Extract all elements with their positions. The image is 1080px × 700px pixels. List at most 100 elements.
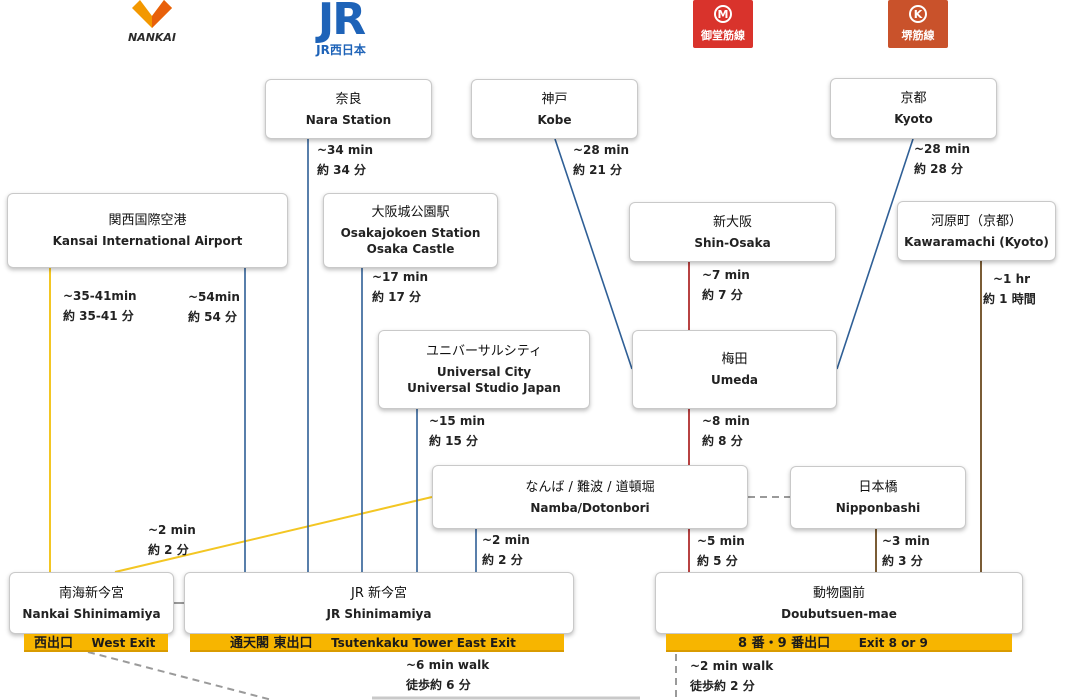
station-universal-jp: ユニバーサルシティ <box>426 344 542 359</box>
walk-lines <box>87 496 790 700</box>
jr-west-logo-text: JR西日本 <box>316 43 366 57</box>
time-namba-nankai-en: ~2 min <box>148 523 196 537</box>
exit-west-en: West Exit <box>91 636 156 650</box>
time-shinosaka: ~7 min 約 7 分 <box>702 265 750 305</box>
time-nipponbashi: ~3 min 約 3 分 <box>882 531 930 571</box>
time-kobe-en: ~28 min <box>573 143 630 157</box>
station-nipponbashi-jp: 日本橋 <box>858 480 898 495</box>
exit-west: 西出口 West Exit <box>24 634 168 652</box>
time-namba-nankai-jp: 約 2 分 <box>148 543 189 557</box>
station-nipponbashi-en: Nipponbashi <box>835 501 921 515</box>
station-namba-jp: なんば / 難波 / 道頓堀 <box>525 479 655 495</box>
kobe-umeda-line <box>554 138 633 370</box>
station-kyoto: 京都 Kyoto <box>830 78 997 139</box>
time-namba-jr: ~2 min 約 2 分 <box>482 530 530 570</box>
time-nipponbashi-jp: 約 3 分 <box>882 554 923 568</box>
station-kobe-en: Kobe <box>537 112 572 127</box>
station-shin-osaka: 新大阪 Shin-Osaka <box>629 202 836 262</box>
time-universal-jp: 約 15 分 <box>429 434 479 448</box>
time-kobe-jp: 約 21 分 <box>573 163 623 177</box>
exit-89-jp: 8 番・9 番出口 <box>738 636 831 651</box>
nankai-wings-icon <box>132 0 172 28</box>
time-nara-en: ~34 min <box>317 143 374 157</box>
station-kansai-en: Kansai International Airport <box>52 234 243 248</box>
station-kansai-jp: 関西国際空港 <box>108 213 187 228</box>
station-kyoto-jp: 京都 <box>900 91 927 106</box>
time-osakajo-en: ~17 min <box>372 270 429 284</box>
station-kawaramachi-en: Kawaramachi (Kyoto) <box>904 234 1049 249</box>
time-walk-doubutsuen-jp: 徒歩約 2 分 <box>690 679 755 693</box>
time-walk-jr: ~6 min walk 徒歩約 6 分 <box>406 655 489 695</box>
nankai-logo-text: NANKAI <box>127 31 177 44</box>
station-universal-city: ユニバーサルシティ Universal City Universal Studi… <box>378 330 590 409</box>
exit-west-jp: 西出口 <box>34 636 74 651</box>
station-jr-shinimamiya-en: JR Shinimamiya <box>326 606 432 621</box>
station-kobe-jp: 神戸 <box>541 91 568 107</box>
nankai-logo: NANKAI <box>126 0 178 46</box>
station-nankai-shinimamiya-jp: 南海新今宮 <box>58 585 124 601</box>
station-doubutsuen-mae: 動物園前 Doubutsuen-mae <box>655 572 1023 634</box>
station-umeda-en: Umeda <box>710 373 759 387</box>
kyoto-umeda-line <box>836 138 914 370</box>
station-osakajo-jp: 大阪城公園駅 <box>371 205 450 220</box>
midosuji-line-label: 御堂筋線 <box>701 29 745 42</box>
time-namba-midosuji-jp: 約 5 分 <box>697 554 738 568</box>
sakaisuji-line-logo: K 堺筋線 <box>888 0 948 48</box>
station-doubutsuen-jp: 動物園前 <box>812 585 865 601</box>
time-kyoto-jp: 約 28 分 <box>914 162 964 176</box>
station-nara-en: Nara Station <box>305 112 392 127</box>
time-shinosaka-en: ~7 min <box>702 268 750 282</box>
station-osakajokoen: 大阪城公園駅 Osakajokoen Station Osaka Castle <box>323 193 498 268</box>
station-shinosaka-en: Shin-Osaka <box>694 235 771 250</box>
time-nipponbashi-en: ~3 min <box>882 534 930 548</box>
time-namba-jr-jp: 約 2 分 <box>482 553 523 567</box>
time-kawaramachi-jp: 約 1 時間 <box>983 292 1036 306</box>
time-kansai-jr: ~54min 約 54 分 <box>188 287 240 327</box>
station-kyoto-en: Kyoto <box>894 112 933 126</box>
station-osakajo-en2: Osaka Castle <box>366 242 455 256</box>
jr-lines <box>244 138 914 572</box>
nankai-namba-line <box>114 496 433 573</box>
time-shinosaka-jp: 約 7 分 <box>702 288 743 302</box>
time-namba-nankai: ~2 min 約 2 分 <box>148 520 196 560</box>
station-kobe: 神戸 Kobe <box>471 79 638 139</box>
exit-tsutenkaku-east: 通天閣 東出口 Tsutenkaku Tower East Exit <box>190 634 564 652</box>
sakaisuji-lines <box>875 261 982 572</box>
station-nipponbashi: 日本橋 Nipponbashi <box>790 466 966 529</box>
sakaisuji-line-label: 堺筋線 <box>901 29 935 42</box>
time-kansai-jr-jp: 約 54 分 <box>188 310 238 324</box>
time-kansai-jr-en: ~54min <box>188 290 240 304</box>
midosuji-line-logo: M 御堂筋線 <box>693 0 753 48</box>
time-kyoto: ~28 min 約 28 分 <box>914 139 970 179</box>
time-kobe: ~28 min 約 21 分 <box>573 140 629 180</box>
time-umeda: ~8 min 約 8 分 <box>702 411 750 451</box>
time-kyoto-en: ~28 min <box>914 142 971 156</box>
station-namba: なんば / 難波 / 道頓堀 Namba/Dotonbori <box>432 465 748 529</box>
station-jr-shinimamiya: JR 新今宮 JR Shinimamiya <box>184 572 574 634</box>
time-osakajo-jp: 約 17 分 <box>372 290 422 304</box>
station-nankai-shinimamiya-en: Nankai Shinimamiya <box>22 606 161 621</box>
time-universal-en: ~15 min <box>429 414 486 428</box>
jr-west-logo: JR JR西日本 <box>300 0 382 58</box>
station-nara-jp: 奈良 <box>335 91 362 107</box>
station-universal-en: Universal City <box>436 365 532 379</box>
station-kansai-airport: 関西国際空港 Kansai International Airport <box>7 193 288 268</box>
time-walk-jr-jp: 徒歩約 6 分 <box>406 678 471 692</box>
station-nankai-shinimamiya: 南海新今宮 Nankai Shinimamiya <box>9 572 174 634</box>
exit-tsutenkaku-en: Tsutenkaku Tower East Exit <box>331 636 516 650</box>
station-universal-en2: Universal Studio Japan <box>407 381 561 395</box>
station-umeda-jp: 梅田 <box>721 352 748 367</box>
nankai-lines <box>49 268 433 573</box>
time-walk-doubutsuen: ~2 min walk 徒歩約 2 分 <box>690 656 773 696</box>
midosuji-m-icon: M <box>714 5 732 23</box>
station-kawaramachi-jp: 河原町（京都） <box>930 213 1022 229</box>
time-osakajo: ~17 min 約 17 分 <box>372 267 428 307</box>
exit-tsutenkaku-jp: 通天閣 東出口 <box>230 636 313 651</box>
sakaisuji-k-icon: K <box>909 5 927 23</box>
time-nara-jp: 約 34 分 <box>317 163 367 177</box>
west-exit-walk <box>87 651 273 700</box>
time-universal: ~15 min 約 15 分 <box>429 411 485 451</box>
station-shinosaka-jp: 新大阪 <box>712 214 752 230</box>
time-umeda-en: ~8 min <box>702 414 750 428</box>
